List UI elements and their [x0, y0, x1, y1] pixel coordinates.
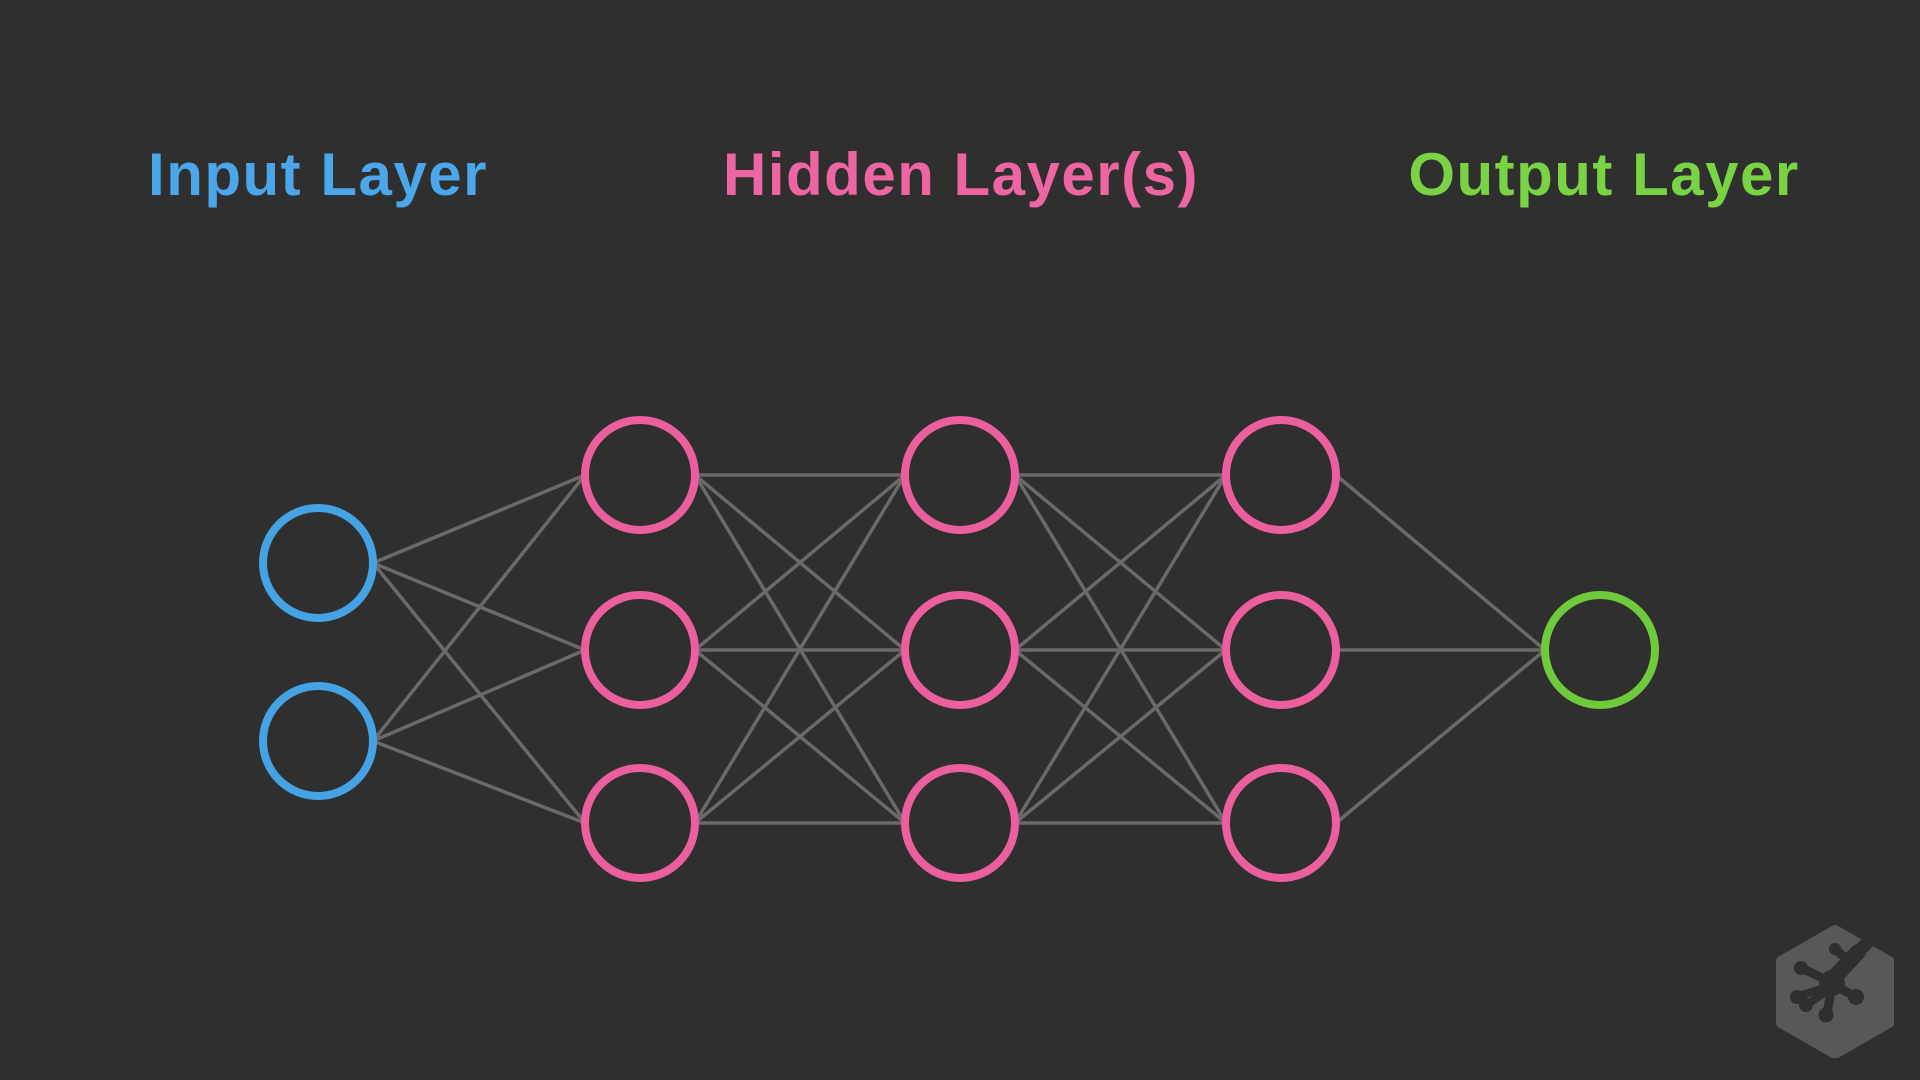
edge-hidden-1-to-hidden-2 [693, 473, 907, 825]
node-input [259, 504, 377, 622]
edge-hidden-3-to-output [1334, 473, 1547, 652]
node-hidden-2 [901, 764, 1019, 882]
edge-input-to-hidden-1 [371, 739, 587, 825]
node-hidden-2 [901, 416, 1019, 534]
node-hidden-1 [581, 416, 699, 534]
output-layer-label: Output Layer [1408, 141, 1800, 208]
edge-input-to-hidden-1 [371, 473, 587, 565]
tree-cutout-icon [1790, 929, 1881, 1023]
edge-hidden-2-to-hidden-3 [1013, 473, 1228, 652]
hidden-layer-label: Hidden Layer(s) [723, 141, 1199, 208]
node-output [1541, 591, 1659, 709]
edge-input-to-hidden-1 [371, 648, 587, 743]
edge-hidden-2-to-hidden-3 [1013, 648, 1228, 825]
edge-hidden-1-to-hidden-2 [693, 473, 907, 652]
edge-input-to-hidden-1 [371, 561, 587, 825]
edge-input-to-hidden-1 [371, 473, 587, 743]
node-hidden-3 [1222, 416, 1340, 534]
node-hidden-2 [901, 591, 1019, 709]
node-hidden-3 [1222, 591, 1340, 709]
edge-hidden-2-to-hidden-3 [1013, 473, 1228, 825]
input-layer-label: Input Layer [148, 141, 488, 208]
node-input [259, 682, 377, 800]
node-hidden-3 [1222, 764, 1340, 882]
treehouse-logo [1776, 925, 1894, 1058]
node-hidden-1 [581, 764, 699, 882]
edge-hidden-1-to-hidden-2 [693, 648, 907, 825]
node-hidden-1 [581, 591, 699, 709]
edge-hidden-3-to-output [1334, 648, 1547, 825]
